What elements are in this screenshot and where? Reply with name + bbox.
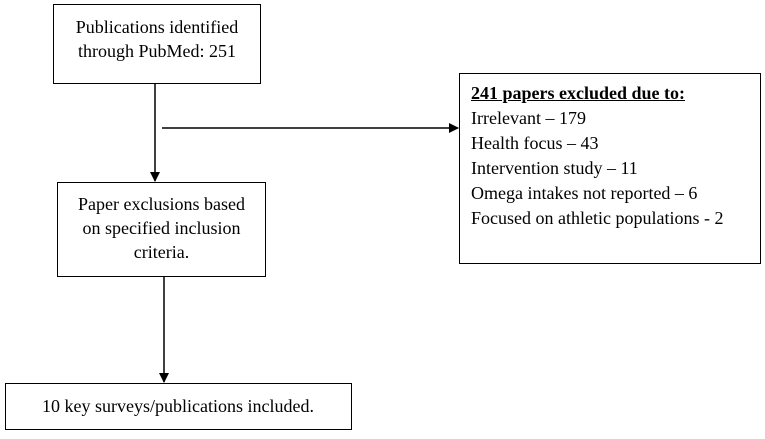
excluded-reason-athletic-populations: Focused on athletic populations - 2 xyxy=(471,208,724,228)
exclusions-box: Paper exclusions based on specified incl… xyxy=(57,182,266,277)
excluded-box: 241 papers excluded due to: Irrelevant –… xyxy=(459,73,761,264)
included-text: 10 key surveys/publications included. xyxy=(42,396,314,416)
exclusions-line-2: on specified inclusion xyxy=(82,218,241,238)
excluded-reason-health-focus: Health focus – 43 xyxy=(471,133,599,153)
identified-line-1: Publications identified xyxy=(75,17,239,37)
exclusions-line-3: criteria. xyxy=(133,242,190,262)
identified-line-2: through PubMed: 251 xyxy=(77,41,236,61)
excluded-reason-omega-intakes: Omega intakes not reported – 6 xyxy=(471,183,698,203)
included-box: 10 key surveys/publications included. xyxy=(5,383,352,430)
excluded-reason-irrelevant: Irrelevant – 179 xyxy=(471,108,586,128)
exclusions-line-1: Paper exclusions based xyxy=(78,194,245,214)
identified-box: Publications identified through PubMed: … xyxy=(53,4,261,84)
excluded-heading: 241 papers excluded due to: xyxy=(471,83,686,103)
excluded-reason-intervention-study: Intervention study – 11 xyxy=(471,158,638,178)
